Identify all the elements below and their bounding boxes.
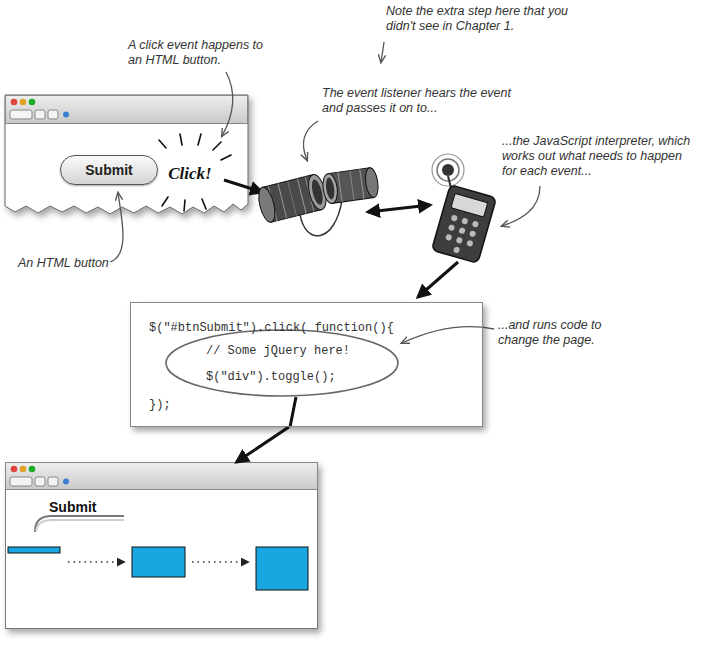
browser-window bbox=[6, 463, 318, 629]
click-burst-text: Click! bbox=[162, 160, 218, 188]
result-window: Submit bbox=[5, 462, 318, 629]
code-box: $("#btnSubmit").click( function(){ // Som… bbox=[130, 302, 483, 427]
leader-line bbox=[110, 42, 540, 343]
node-text: Submit bbox=[85, 162, 132, 178]
flow-arrow bbox=[237, 427, 289, 462]
code-line: $("#btnSubmit").click( function(){ bbox=[149, 321, 394, 335]
annotation-note: ...the JavaScript interpreter, which wor… bbox=[502, 134, 697, 179]
code-line: }); bbox=[149, 398, 171, 412]
click-burst bbox=[159, 134, 231, 211]
node-text: Click! bbox=[168, 164, 211, 184]
html-button: Submit bbox=[60, 155, 158, 185]
node-text: Submit bbox=[49, 499, 96, 515]
annotation-note: ...and runs code to change the page. bbox=[498, 318, 633, 348]
flow-arrow bbox=[418, 262, 458, 297]
tin-can-phone bbox=[256, 167, 380, 236]
interpreter-device bbox=[432, 154, 497, 263]
flow-arrow bbox=[224, 180, 262, 192]
annotation-note: An HTML button bbox=[18, 256, 138, 271]
code-line: $("div").toggle(); bbox=[206, 370, 336, 384]
code-highlight bbox=[166, 330, 398, 396]
flow-arrow bbox=[290, 397, 296, 427]
annotation-note: A click event happens to an HTML button. bbox=[128, 38, 278, 68]
annotation-note: The event listener hears the event and p… bbox=[322, 86, 517, 116]
flow-arrow bbox=[368, 205, 430, 212]
code-line: // Some jQuery here! bbox=[206, 344, 350, 358]
annotation-note: Note the extra step here that you didn't… bbox=[386, 4, 601, 34]
browser-window bbox=[5, 95, 248, 214]
